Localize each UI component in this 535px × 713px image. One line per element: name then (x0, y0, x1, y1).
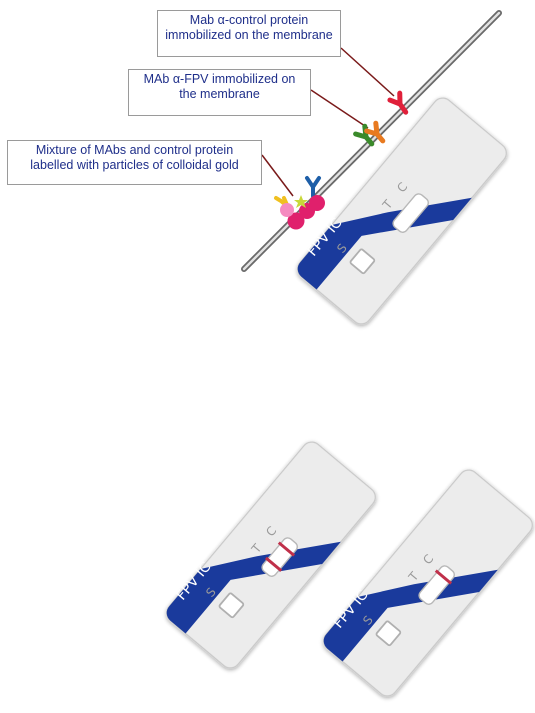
control-label-line2: immobilized on the membrane (165, 28, 333, 42)
fpv-antibody-icon (353, 120, 386, 147)
mixture-label: Mixture of MAbs and control protein labe… (7, 140, 262, 185)
control-label-line1: Mab α-control protein (189, 13, 309, 27)
control-antibody-icon (387, 90, 409, 115)
leader-line-control (340, 47, 395, 97)
leader-line-mixture (261, 154, 294, 197)
leader-lines (261, 47, 395, 197)
control-line (277, 541, 296, 557)
sample-well (349, 248, 376, 275)
positive-result-cassette: FPV IC C T S (166, 441, 376, 669)
gold-particle (287, 212, 305, 230)
fpv-label-line2: the membrane (179, 87, 260, 101)
gold-particle-mixture-icon (274, 176, 325, 230)
gold-particle (280, 203, 294, 217)
test-line (264, 556, 283, 572)
gold-particle (299, 203, 315, 219)
test-cassette: FPV IC C T S (297, 97, 507, 325)
control-line (434, 569, 453, 585)
sample-well (375, 620, 402, 647)
sample-well (218, 592, 245, 619)
result-window (418, 565, 455, 605)
mixture-label-line1: Mixture of MAbs and control protein (35, 143, 234, 157)
control-protein-label: Mab α-control protein immobilized on the… (157, 10, 341, 57)
fpv-antibody-label: MAb α-FPV immobilized on the membrane (128, 69, 311, 116)
leader-line-fpv (310, 89, 369, 129)
fpv-label-line1: MAb α-FPV immobilized on (143, 72, 296, 86)
control-protein-star-icon (294, 195, 308, 208)
mixture-label-line2: labelled with particles of colloidal gol… (30, 158, 239, 172)
result-window (261, 537, 298, 577)
result-window (392, 193, 429, 233)
